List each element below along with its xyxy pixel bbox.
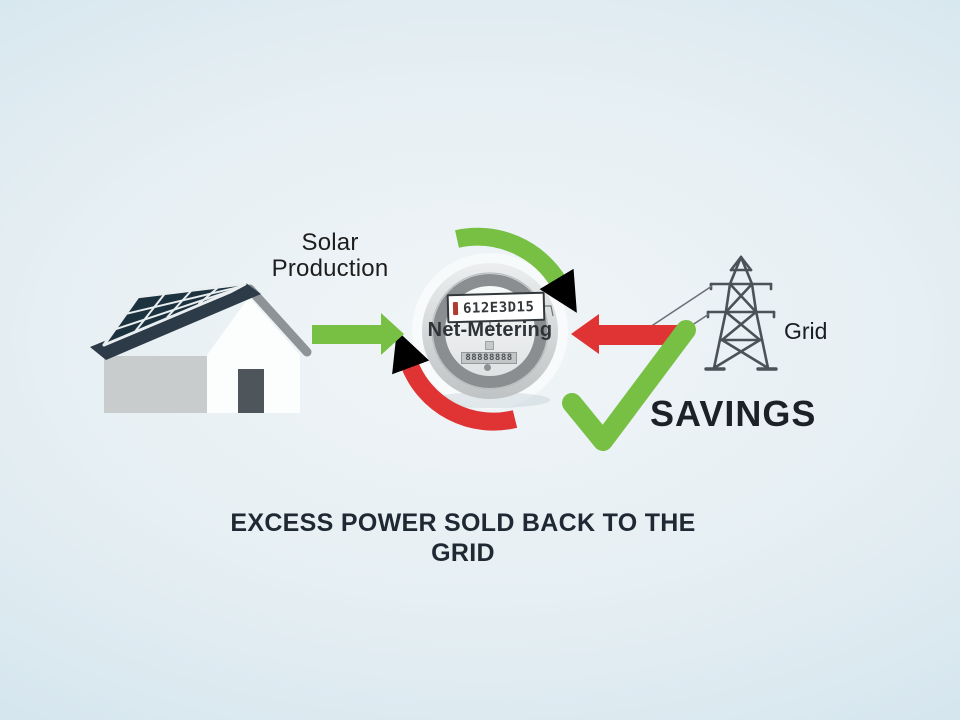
grid-return-arc-arrow — [392, 330, 518, 431]
house-with-solar-panel-icon — [90, 282, 312, 413]
solar-production-line2: Production — [271, 255, 389, 282]
power-line — [649, 285, 713, 328]
savings-checkmark-icon — [562, 320, 696, 451]
savings-label: SAVINGS — [650, 393, 817, 434]
meter-display-value: 612E3D15 — [462, 298, 535, 317]
house-door — [238, 369, 264, 413]
house-left-wall — [104, 356, 207, 413]
solar-panel-icon — [102, 282, 247, 347]
grid-label: Grid — [784, 318, 828, 344]
caption-text: EXCESS POWER SOLD BACK TO THE GRID — [230, 509, 696, 567]
house-front-wall — [207, 297, 300, 413]
meter-dot — [484, 364, 491, 371]
solar-production-line1: Solar — [301, 229, 359, 256]
meter-nameplate-square — [485, 341, 494, 350]
solar-production-label: Solar Production — [255, 230, 405, 282]
solar-flow-arc-arrow — [455, 227, 577, 313]
meter-shadow — [430, 392, 550, 408]
grid-to-meter-arrow — [571, 314, 678, 354]
solar-to-meter-arrow — [312, 313, 404, 355]
solar-panel-grid — [114, 285, 241, 332]
meter-display-indicator-icon — [452, 301, 459, 316]
house-roof — [90, 283, 261, 360]
meter-register-bar: 88888888 — [461, 352, 517, 364]
transmission-tower-icon — [704, 255, 778, 371]
net-metering-label: Net-Metering — [427, 319, 553, 341]
house-right-eave — [245, 284, 312, 357]
